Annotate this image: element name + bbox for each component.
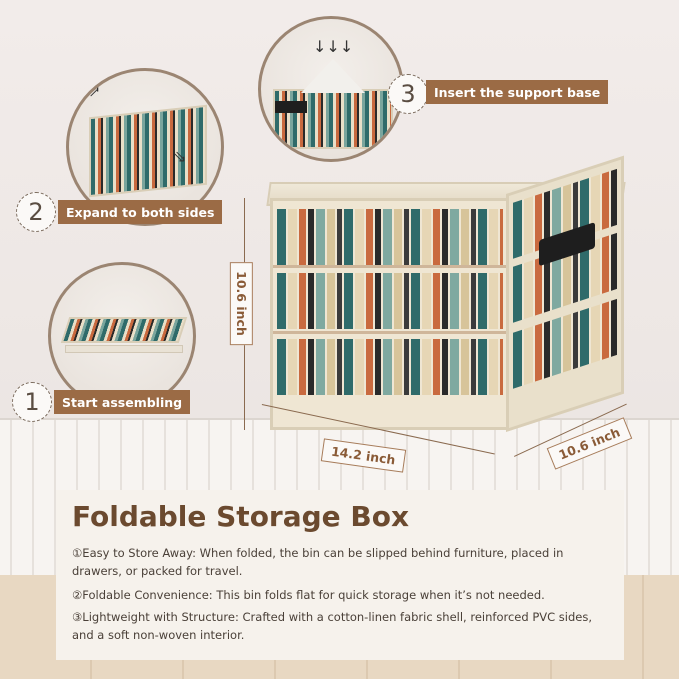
step-1-number: 1 (12, 382, 52, 422)
step-1-image (48, 262, 196, 410)
shelf-plank (273, 265, 507, 268)
height-dimension-label: 10.6 inch (229, 262, 253, 345)
book-shelf (277, 339, 503, 395)
bin-expanding (89, 104, 207, 198)
step-3-label: Insert the support base (426, 80, 609, 104)
book-shelf (277, 209, 503, 265)
step-1-label: Start assembling (54, 390, 191, 414)
info-panel: Foldable Storage Box ①Easy to Store Away… (56, 490, 624, 660)
folded-panel (65, 345, 183, 353)
step-2-number: 2 (16, 192, 56, 232)
step-2-image: ⇗ ⇘ (66, 68, 224, 226)
product-title: Foldable Storage Box (72, 500, 410, 533)
book-shelf (277, 273, 503, 329)
bin-insert-base (273, 89, 393, 149)
step-2-label: Expand to both sides (58, 200, 223, 224)
bin-folded-flat (60, 317, 188, 343)
bin-front-panel (270, 198, 510, 430)
expand-arrows-icon: ⇘ (173, 147, 187, 166)
feature-item: ③Lightweight with Structure: Crafted wit… (72, 610, 593, 642)
step-3-image: ↓↓↓ (258, 16, 404, 162)
expand-arrows-icon: ⇗ (87, 81, 101, 100)
bin-handle (275, 101, 307, 113)
feature-item: ②Foldable Convenience: This bin folds fl… (72, 588, 545, 602)
support-base-board (301, 59, 365, 93)
bin-side-panel (506, 155, 624, 432)
step-3-number: 3 (388, 74, 428, 114)
down-arrows-icon: ↓↓↓ (313, 37, 354, 56)
shelf-plank (273, 331, 507, 334)
feature-item: ①Easy to Store Away: When folded, the bi… (72, 546, 564, 578)
